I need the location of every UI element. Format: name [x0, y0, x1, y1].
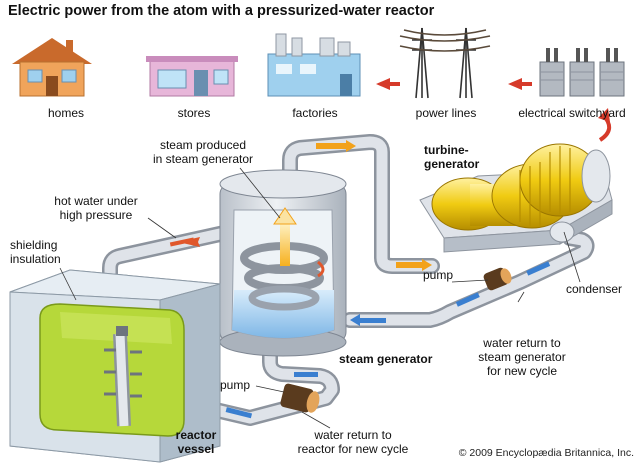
red-arrow-icon	[598, 108, 612, 142]
house-icon	[12, 38, 92, 97]
shielding-label: shielding insulation	[10, 238, 61, 266]
pump-icon	[280, 383, 320, 413]
switchyard-label: electrical switchyard	[518, 106, 626, 120]
power-lines-label: power lines	[415, 106, 477, 120]
factories-label: factories	[292, 106, 338, 120]
homes-label: homes	[47, 106, 85, 120]
stores-label: stores	[177, 106, 211, 120]
factory-icon	[267, 33, 361, 97]
steam-generator-label: steam generator	[339, 352, 433, 366]
flow-arrows	[169, 140, 551, 419]
store-icon	[146, 56, 238, 97]
copyright-notice: © 2009 Encyclopædia Britannica, Inc.	[458, 447, 634, 459]
reactor-vessel-label: reactor vessel	[175, 428, 217, 456]
steam-generator-vessel	[219, 169, 347, 357]
water-return-reactor-label: water return to reactor for new cycle	[297, 428, 409, 456]
condenser-label: condenser	[566, 282, 623, 296]
turbine-generator	[419, 143, 613, 253]
red-arrow-icon	[376, 78, 532, 90]
diagram-title: Electric power from the atom with a pres…	[8, 3, 435, 19]
steam-produced-label: steam produced in steam generator	[152, 138, 254, 166]
pump-icon	[483, 267, 512, 291]
power-pylon-icon	[399, 27, 491, 99]
leader-lines	[59, 167, 581, 429]
reactor-core	[39, 303, 185, 437]
water-return-sg-label: water return to steam generator for new …	[478, 336, 566, 378]
switchyard-icon	[539, 48, 625, 97]
turbine-generator-label: turbine- generator	[424, 143, 480, 171]
hot-water-label: hot water under high pressure	[54, 194, 138, 222]
pump-upper-label: pump	[423, 268, 454, 282]
pump-lower-label: pump	[220, 378, 251, 392]
